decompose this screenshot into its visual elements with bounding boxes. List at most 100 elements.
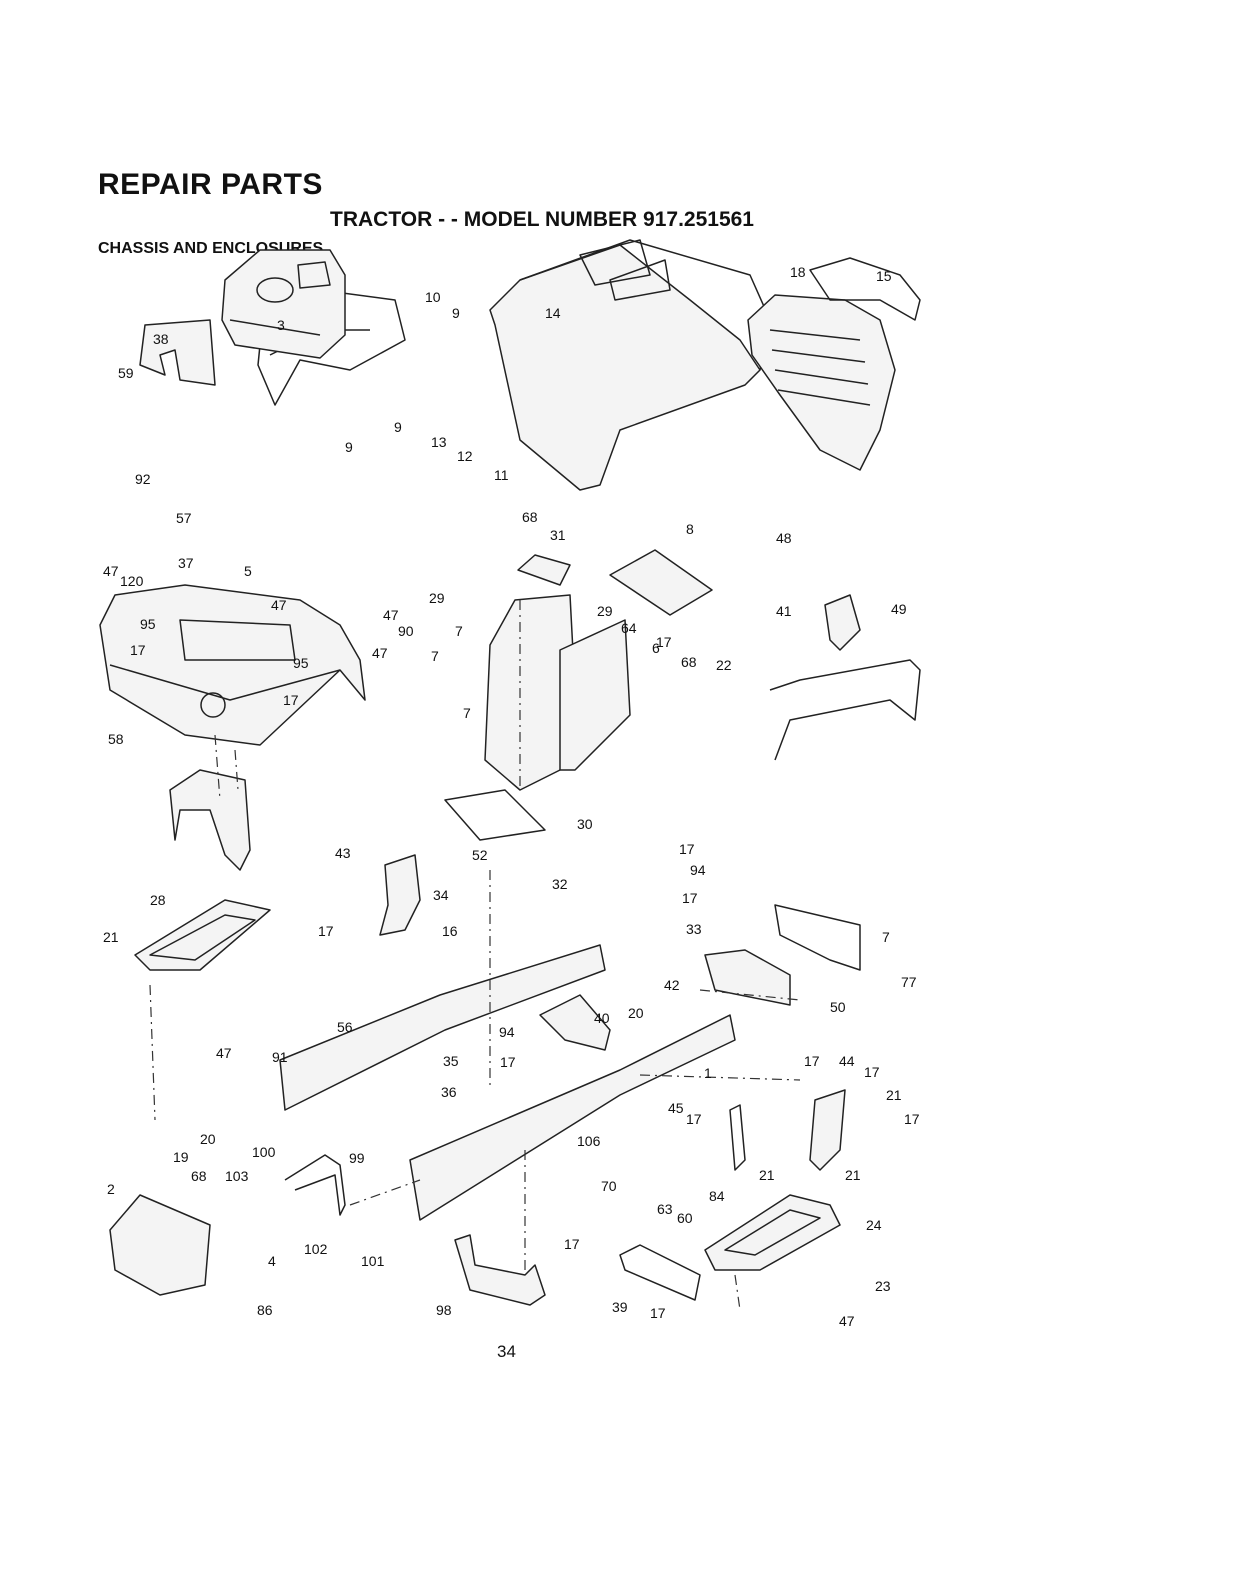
callout-number: 21 [845,1167,861,1183]
callout-number: 31 [550,527,566,543]
part-frame-rail-right [409,1014,736,1221]
part-99 [284,1154,346,1216]
callout-number: 41 [776,603,792,619]
callout-number: 11 [494,467,509,483]
callout-number: 103 [225,1168,249,1184]
callout-number: 7 [455,623,463,639]
callout-number: 59 [118,365,134,381]
callout-number: 29 [597,603,613,619]
callout-number: 35 [443,1053,459,1069]
callout-number: 94 [499,1024,515,1040]
callout-number: 20 [628,1005,644,1021]
callout-number: 47 [103,563,119,579]
callout-number: 17 [682,890,698,906]
callout-number: 9 [345,439,353,455]
callout-number: 17 [656,634,672,650]
callout-number: 91 [272,1049,288,1065]
callout-number: 64 [621,620,637,636]
callout-number: 34 [433,887,449,903]
callout-number: 86 [257,1302,273,1318]
page-title: REPAIR PARTS [98,168,323,201]
part-bumper [769,659,921,761]
callout-number: 92 [135,471,151,487]
part-grille-screen [809,257,921,321]
callout-number: 33 [686,921,702,937]
callout-number: 9 [452,305,460,321]
part-49 [824,594,861,651]
callout-number: 17 [650,1305,666,1321]
callout-number: 40 [594,1010,610,1026]
callout-number: 32 [552,876,568,892]
callout-number: 17 [283,692,299,708]
part-frame-rail-left [279,944,606,1111]
part-43 [379,854,421,936]
page-number: 34 [497,1342,516,1361]
part-footrest-right [704,1194,841,1271]
callout-number: 60 [677,1210,693,1226]
callout-number: 100 [252,1144,276,1160]
callout-number: 7 [431,648,439,664]
part-bracket-31 [517,554,571,586]
part-grille [747,294,896,471]
callout-number: 18 [790,264,806,280]
callout-number: 95 [140,616,156,632]
callout-number: 44 [839,1053,855,1069]
callout-number: 17 [864,1064,880,1080]
callout-number: 48 [776,530,792,546]
part-98 [454,1234,546,1306]
callout-number: 84 [709,1188,725,1204]
callout-number: 20 [200,1131,216,1147]
model-subtitle: TRACTOR - - MODEL NUMBER 917.251561 [330,208,754,231]
callout-number: 77 [901,974,917,990]
part-84 [729,1104,746,1171]
callout-number: 8 [686,521,694,537]
callout-number: 15 [876,268,892,284]
callout-number: 10 [425,289,441,305]
callout-number: 47 [271,597,287,613]
callout-number: 1 [704,1065,712,1081]
callout-number: 90 [398,623,414,639]
callout-number: 47 [372,645,388,661]
callout-number: 2 [107,1181,115,1197]
callout-number: 45 [668,1100,684,1116]
part-plate-77 [774,904,861,971]
callout-number: 29 [429,590,445,606]
callout-number: 5 [244,563,252,579]
callout-number: 58 [108,731,124,747]
part-seat-pan [444,594,631,841]
callout-number: 17 [130,642,146,658]
part-hood [489,239,771,491]
callout-number: 3 [277,317,285,333]
callout-number: 21 [103,929,119,945]
callout-number: 68 [681,654,697,670]
callout-number: 7 [463,705,471,721]
callout-number: 16 [442,923,458,939]
callout-number: 14 [545,305,561,321]
part-fender [99,584,366,746]
callout-number: 95 [293,655,309,671]
callout-number: 22 [716,657,732,673]
part-fuel-tank [221,249,346,359]
callout-number: 19 [173,1149,189,1165]
callout-number: 17 [904,1111,920,1127]
callout-number: 106 [577,1133,601,1149]
callout-number: 52 [472,847,488,863]
callout-number: 70 [601,1178,617,1194]
part-bracket-plate [139,319,216,386]
callout-number: 12 [457,448,473,464]
callout-number: 50 [830,999,846,1015]
callout-number: 7 [882,929,890,945]
part-front-bracket [704,949,791,1006]
callout-number: 4 [268,1253,276,1269]
callout-number: 56 [337,1019,353,1035]
callout-number: 68 [191,1168,207,1184]
callout-number: 47 [383,607,399,623]
callout-number: 13 [431,434,447,450]
callout-number: 36 [441,1084,457,1100]
callout-number: 21 [759,1167,775,1183]
part-footrest-left [134,899,271,971]
callout-number: 21 [886,1087,902,1103]
callout-number: 120 [120,573,144,589]
callout-number: 57 [176,510,192,526]
callout-number: 38 [153,331,169,347]
